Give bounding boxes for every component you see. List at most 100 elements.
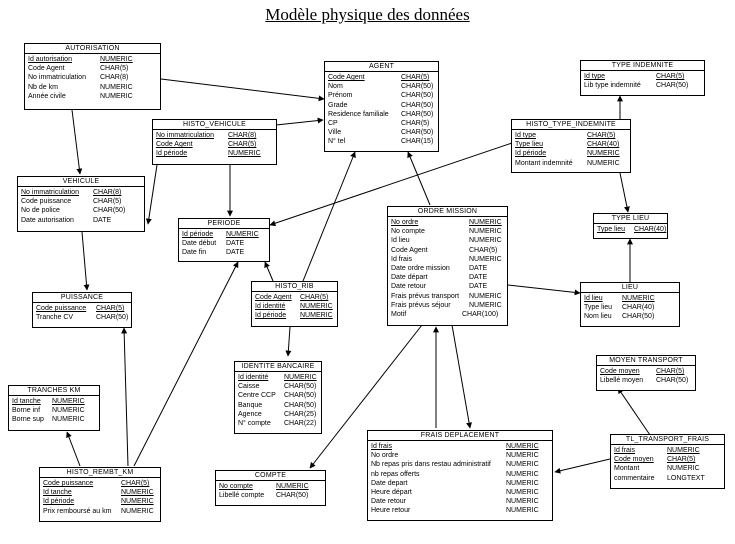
field-type: CHAR(5) (100, 65, 129, 73)
field-type: NUMERIC (100, 92, 133, 100)
field-name: Grade (328, 101, 348, 109)
field-type: NUMERIC (506, 443, 539, 450)
entity-title: LIEU (581, 283, 679, 293)
field-name: Id période (182, 231, 214, 238)
field-name: Id autorisation (28, 56, 72, 63)
entity-title: MOYEN TRANSPORT (597, 356, 695, 366)
field-name: Id période (255, 312, 287, 320)
entity-title: HISTO_RIB (252, 282, 337, 292)
field-type: NUMERIC (506, 498, 539, 506)
field-type: NUMERIC (506, 488, 539, 496)
field-name: Id période (43, 498, 75, 506)
field-type: CHAR(50) (284, 392, 317, 400)
field-name: Id lieu (391, 237, 410, 245)
field-name: Centre CCP (238, 392, 276, 400)
field-name: Ville (328, 129, 342, 137)
field-name: Code Agent (255, 294, 292, 301)
field-name: Nb repas pris dans restau administratif (371, 461, 491, 469)
field-name: Code puissance (43, 480, 94, 487)
field-name: Code puissance (21, 198, 72, 206)
field-name: Date autorisation (21, 216, 74, 224)
entity-title: HISTO_VEHICULE (153, 120, 276, 130)
link-tl-moyen (617, 387, 651, 436)
field-type: CHAR(8) (100, 74, 129, 82)
field-type: CHAR(50) (401, 83, 434, 91)
field-type: CHAR(25) (284, 410, 317, 418)
entity-title: AGENT (325, 62, 438, 72)
field-name: Frais prévus transport (391, 292, 460, 300)
field-type: NUMERIC (228, 150, 261, 158)
link-rembt-tranches (66, 431, 81, 467)
field-type: CHAR(5) (300, 294, 329, 301)
field-name: Id frais (391, 255, 413, 263)
diagram-title: Modèle physique des données (265, 5, 470, 24)
field-name: Montant indemnité (515, 159, 573, 167)
field-name: Date fin (182, 249, 207, 257)
field-type: CHAR(22) (284, 419, 317, 427)
link-histotype-typelieu (619, 172, 630, 213)
field-type: NUMERIC (506, 470, 539, 478)
field-type: NUMERIC (506, 461, 539, 469)
field-name: Code Agent (391, 246, 428, 254)
field-type: CHAR(50) (401, 110, 434, 118)
field-name: Id tanche (43, 489, 72, 497)
field-name: No compte (391, 228, 425, 236)
field-name: Tranche CV (36, 314, 74, 322)
field-name: Nb de km (28, 83, 58, 91)
field-type: CHAR(40) (634, 226, 667, 233)
field-type: NUMERIC (506, 507, 539, 515)
field-name: nb repas offerts (371, 470, 420, 478)
field-type: NUMERIC (469, 228, 502, 236)
entity-title: FRAIS DEPLACEMENT (368, 431, 552, 441)
field-name: Id type (515, 132, 537, 139)
link-ordre-compte (309, 324, 423, 469)
field-name: Motif (391, 310, 407, 318)
field-type: CHAR(5) (469, 246, 498, 254)
field-name: N° tel (328, 138, 346, 146)
field-name: Residence familiale (328, 110, 389, 118)
field-type: CHAR(40) (587, 141, 620, 149)
field-name: Date retour (391, 283, 427, 291)
field-type: NUMERIC (52, 407, 85, 415)
link-histotype-periode (269, 142, 513, 227)
field-type: NUMERIC (469, 292, 502, 300)
field-type: CHAR(50) (401, 92, 434, 100)
field-type: CHAR(5) (401, 74, 430, 81)
field-type: CHAR(50) (284, 383, 317, 391)
field-type: NUMERIC (667, 465, 700, 473)
field-name: Prénom (328, 92, 353, 100)
field-name: commentaire (614, 474, 655, 482)
field-type: CHAR(100) (462, 310, 499, 318)
entity-title: PUISSANCE (33, 293, 131, 303)
link-ordre-lieu (507, 284, 581, 296)
field-name: Prix remboursé au km (43, 507, 112, 515)
entity-title: VEHICULE (18, 177, 144, 187)
field-name: Libellé moyen (600, 377, 644, 385)
link-historib-agent (302, 151, 356, 282)
field-type: NUMERIC (121, 498, 154, 506)
link-histovehicule-agent (275, 117, 324, 126)
field-type: NUMERIC (469, 255, 502, 263)
field-name: Lib type indemnité (584, 82, 641, 90)
field-type: CHAR(5) (228, 141, 257, 149)
field-type: NUMERIC (587, 150, 620, 158)
